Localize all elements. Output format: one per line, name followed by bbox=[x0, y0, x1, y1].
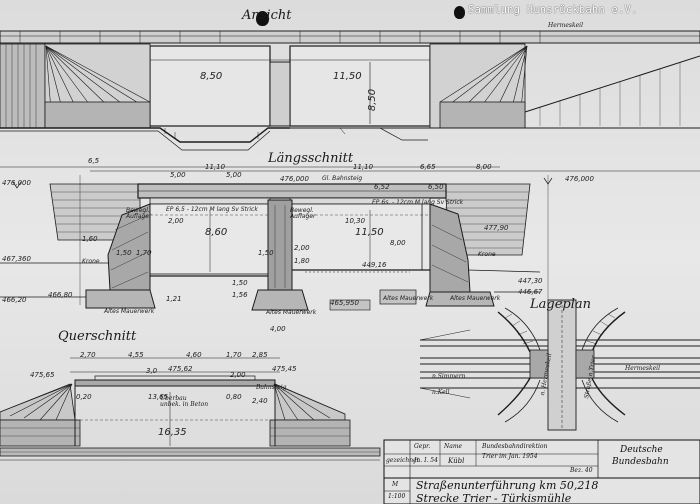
note: Überbau unbek. in Beton bbox=[160, 395, 209, 408]
note: Bewegl. Auflager bbox=[290, 207, 316, 220]
longitudinal-title: Längsschnitt bbox=[268, 151, 354, 166]
dimension: 11,10 bbox=[353, 163, 374, 171]
dimension: 4,60 bbox=[186, 351, 202, 359]
note: Altes Mauerwerk bbox=[104, 308, 155, 315]
dimension: 1,80 bbox=[294, 257, 310, 265]
note: Krone bbox=[478, 251, 496, 258]
note: Altes Mauerwerk bbox=[383, 295, 434, 302]
dimension: 6,50 bbox=[428, 183, 444, 191]
elevation-mark: 477,90 bbox=[484, 224, 509, 232]
dimension: 1,56 bbox=[232, 291, 248, 299]
note: Altes Mauerwerk bbox=[450, 295, 501, 302]
dimension: 6,52 bbox=[374, 183, 390, 191]
punch-hole bbox=[256, 11, 269, 26]
dimension: 2,40 bbox=[252, 397, 268, 405]
dimension: 10,30 bbox=[345, 217, 366, 225]
dimension: 11,50 bbox=[333, 71, 362, 82]
dimension: 0,80 bbox=[226, 393, 242, 401]
dimension: 11,50 bbox=[355, 227, 384, 238]
elevation-title: Ansicht bbox=[242, 8, 292, 23]
site-plan bbox=[419, 299, 700, 431]
elevation-mark: 447,30 bbox=[518, 277, 543, 285]
dimension: 2,85 bbox=[252, 351, 268, 359]
title-block-authority: Bundesbahndirektion bbox=[482, 443, 548, 450]
dimension: 6,65 bbox=[420, 163, 436, 171]
dimension: 1,50 bbox=[258, 249, 274, 257]
elevation-view bbox=[0, 30, 700, 151]
note: EP 6s. - 12cm M lang Sv Strick bbox=[372, 199, 464, 206]
note: Krone bbox=[82, 258, 100, 265]
elevation-mark: 476,000 bbox=[2, 179, 31, 187]
dimension: 2,00 bbox=[168, 217, 184, 225]
site-plan-title: Lageplan bbox=[530, 297, 592, 312]
note: EP 6,5 - 12cm M lang Sv Strick bbox=[166, 206, 258, 213]
place-label: n.Simmern bbox=[432, 373, 466, 380]
title-block-label: Name bbox=[444, 443, 463, 450]
dimension: 8,50 bbox=[200, 71, 223, 82]
sheet-number: Bez. 40 bbox=[570, 467, 593, 474]
company-name-line2: Bundesbahn bbox=[612, 457, 669, 467]
scale-value: 1:100 bbox=[388, 493, 406, 500]
dimension: 2,00 bbox=[230, 371, 246, 379]
dimension: 5,00 bbox=[170, 171, 186, 179]
dimension: 1,70 bbox=[136, 249, 152, 257]
dimension: 5,00 bbox=[226, 171, 242, 179]
elevation-mark: 466,80 bbox=[48, 291, 73, 299]
punch-hole bbox=[454, 6, 465, 19]
title-block bbox=[383, 439, 700, 504]
dimension: 1,60 bbox=[82, 235, 98, 243]
place-label: Bahnsteig bbox=[256, 384, 287, 391]
dimension: 8,50 bbox=[367, 88, 379, 112]
dimension: 8,00 bbox=[390, 239, 406, 247]
dimension: 13,65 bbox=[148, 393, 169, 401]
dimension: 4,00 bbox=[270, 325, 286, 333]
elevation-mark: 475,62 bbox=[168, 365, 193, 373]
elevation-mark: 475,65 bbox=[30, 371, 55, 379]
drawing-title-line2: Strecke Trier - Türkismühle bbox=[416, 492, 572, 504]
watermark-text: Sammlung Hunsrückbahn e.V. bbox=[468, 4, 638, 16]
cross-section-title: Querschnitt bbox=[58, 329, 137, 344]
elevation-mark: 465,950 bbox=[330, 299, 359, 307]
place-label: Hermeskeil bbox=[625, 365, 660, 372]
dimension: 8,60 bbox=[205, 227, 228, 238]
title-block-signature: Kübl bbox=[448, 457, 465, 465]
dimension: 2,70 bbox=[80, 351, 96, 359]
dimension: 1,50 bbox=[232, 279, 248, 287]
title-block-label: Gepr. bbox=[414, 443, 431, 450]
elevation-mark: 466,20 bbox=[2, 296, 27, 304]
dimension: 8,00 bbox=[476, 163, 492, 171]
dimension: 16,35 bbox=[158, 427, 187, 438]
title-block-label: gezeichnet bbox=[386, 457, 420, 464]
dimension: 2,00 bbox=[294, 244, 310, 252]
dimension: 4,55 bbox=[128, 351, 144, 359]
title-block-date: Jn. I. 54 bbox=[414, 457, 438, 464]
note: Gl. Bahnsteig bbox=[322, 175, 363, 182]
longitudinal-section bbox=[0, 166, 700, 311]
dimension: 1,70 bbox=[226, 351, 242, 359]
title-block-authority-place: Trier im Jan. 1954 bbox=[482, 453, 538, 460]
dimension: 1,50 bbox=[116, 249, 132, 257]
dimension: 11,10 bbox=[205, 163, 226, 171]
drawing-title-line1: Straßenunterführung km 50,218 bbox=[416, 479, 599, 492]
place-label: Hermeskeil bbox=[548, 22, 583, 29]
dimension: 1,21 bbox=[166, 295, 182, 303]
elevation-mark: 476,000 bbox=[565, 175, 594, 183]
elevation-mark: 476,000 bbox=[280, 175, 309, 183]
note: Altes Mauerwerk bbox=[266, 309, 317, 316]
dimension: 0,20 bbox=[76, 393, 92, 401]
dimension: 3,0 bbox=[146, 367, 158, 375]
elevation-mark: 475,45 bbox=[272, 365, 297, 373]
place-label: n.Kell bbox=[432, 389, 450, 396]
cross-section bbox=[0, 357, 381, 461]
elevation-mark: 449,16 bbox=[362, 261, 387, 269]
elevation-mark: 467,360 bbox=[2, 255, 31, 263]
note: Bewegl. Auflager bbox=[126, 207, 152, 220]
dimension: 6,5 bbox=[88, 157, 100, 165]
company-name-line1: Deutsche bbox=[620, 445, 663, 455]
elevation-mark: 446,67 bbox=[518, 288, 543, 296]
scale-label: M bbox=[392, 481, 399, 488]
